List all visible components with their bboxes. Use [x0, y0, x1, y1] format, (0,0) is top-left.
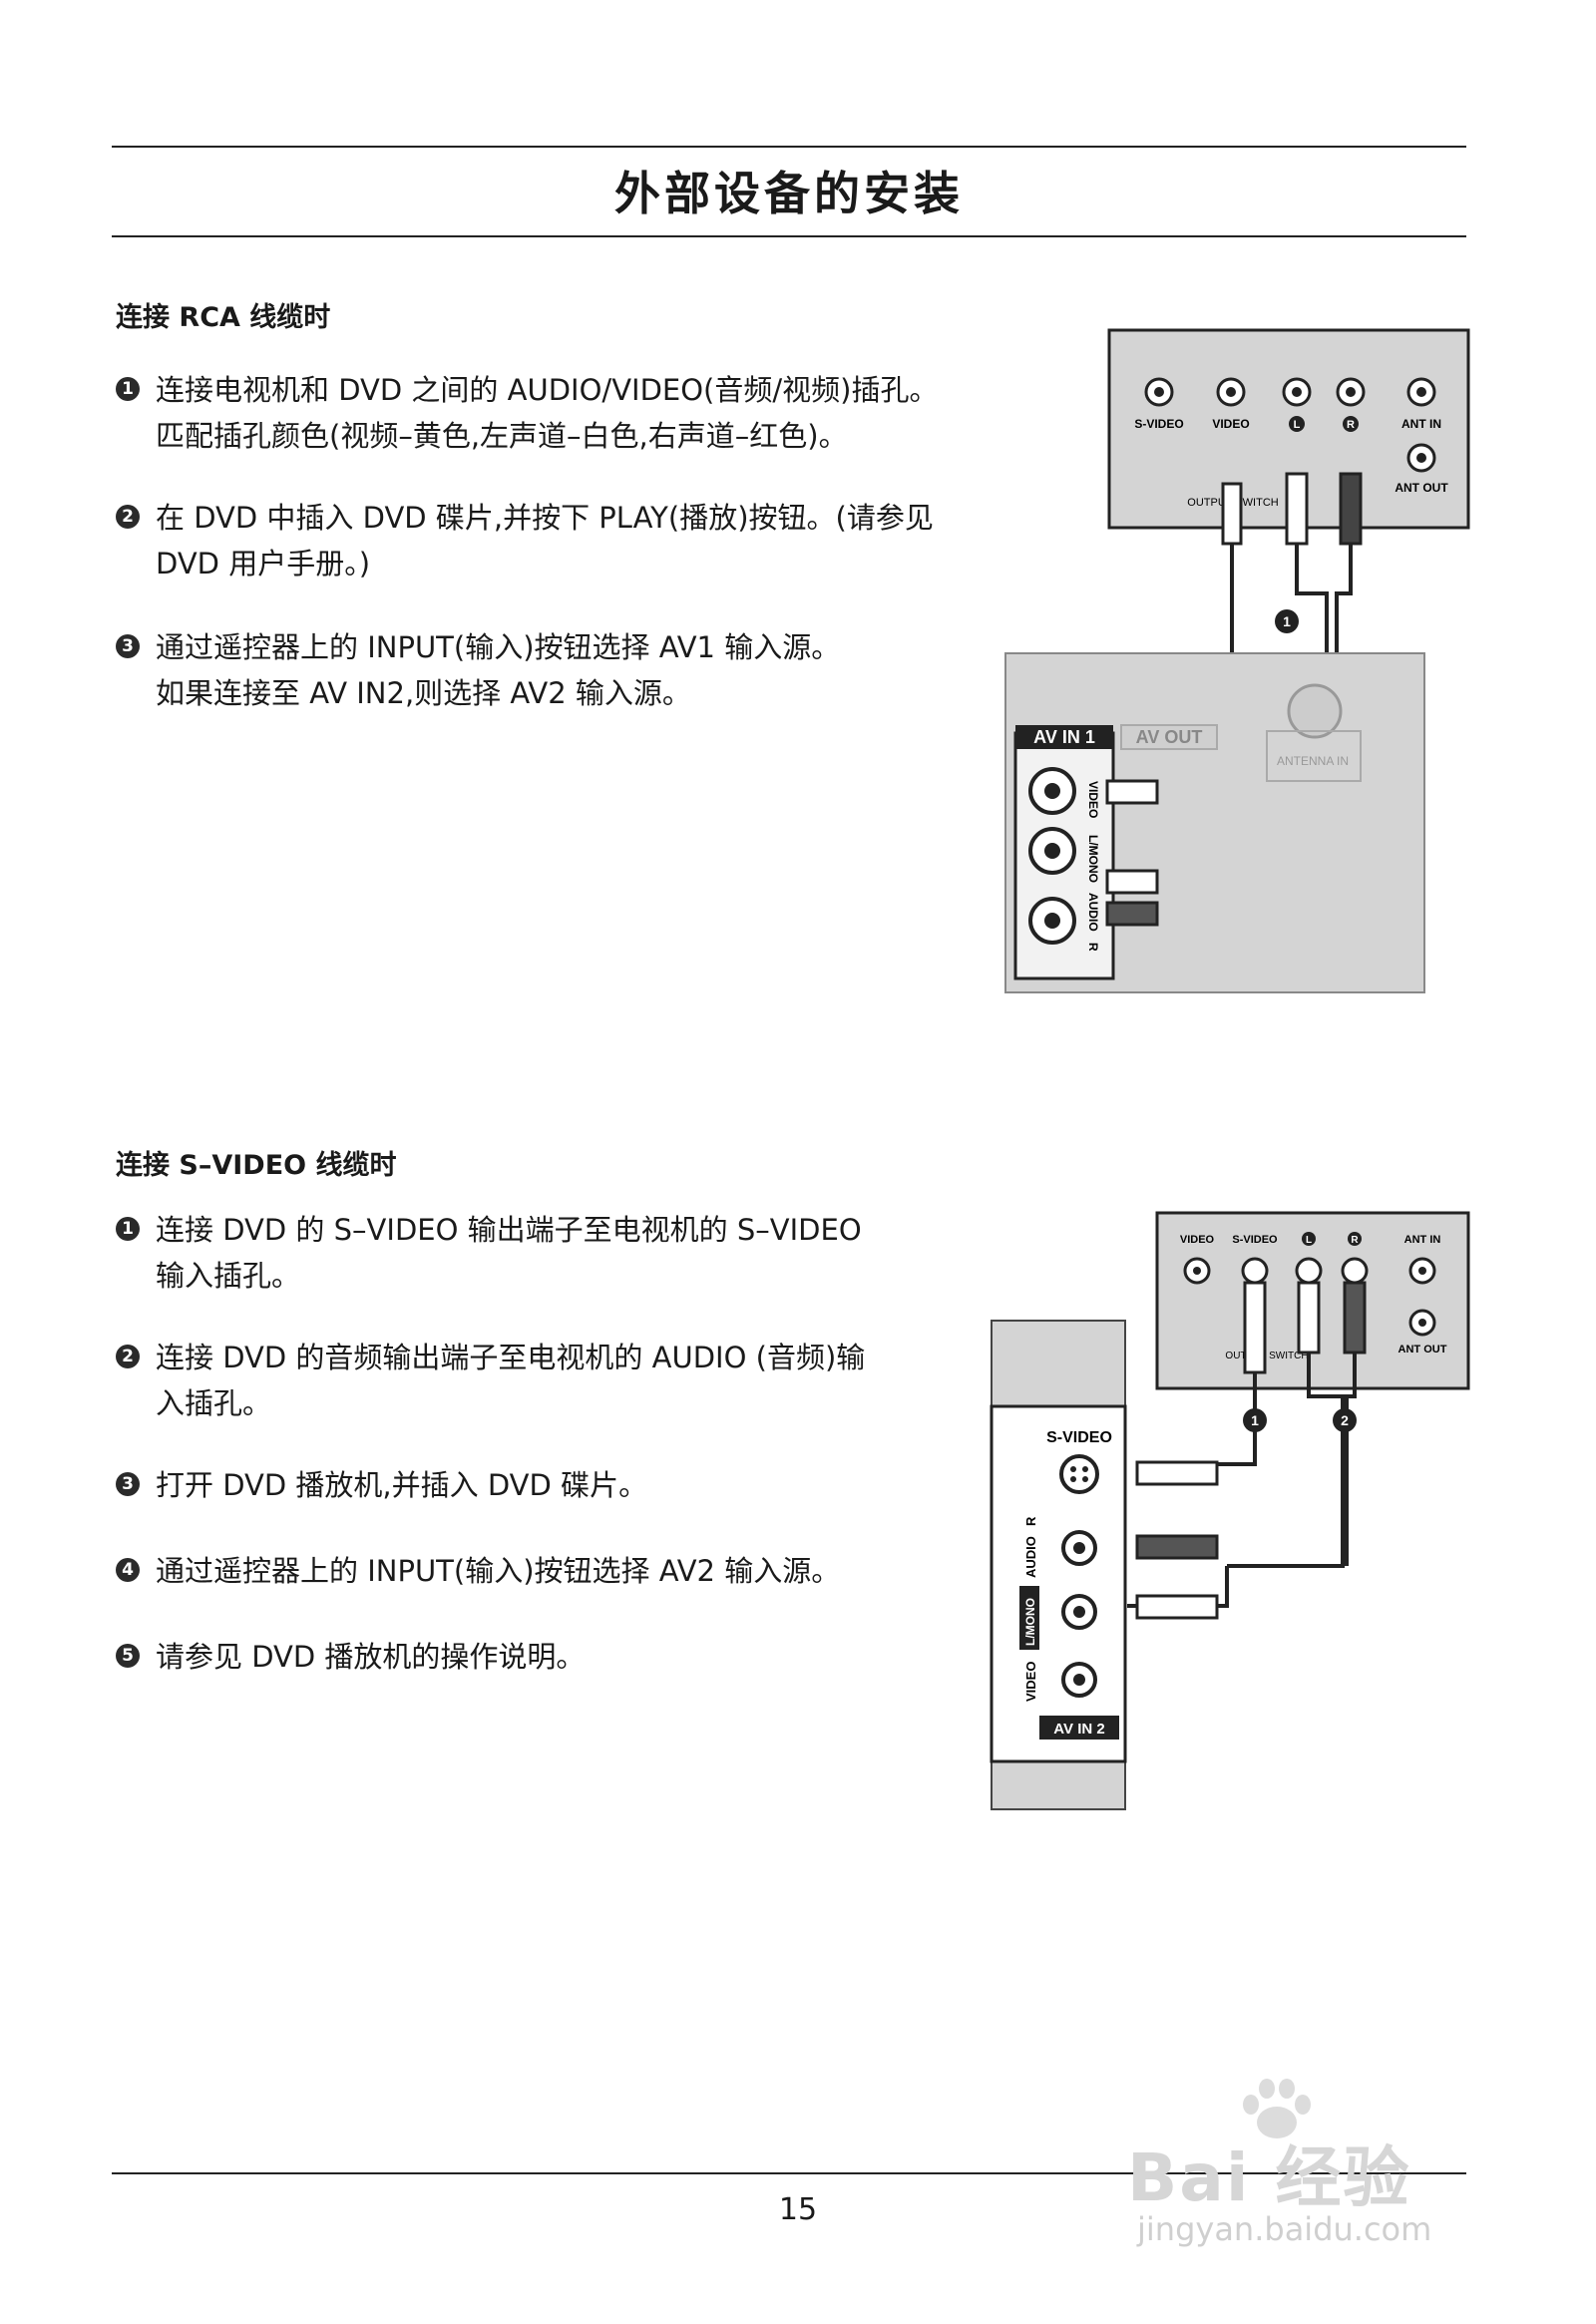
tv-svideo-jack: [1059, 1454, 1099, 1494]
tv-label-av-in1: AV IN 1: [1033, 727, 1095, 747]
rca-step-3: 3 通过遥控器上的 INPUT(输入)按钮选择 AV1 输入源。 如果连接至 A…: [116, 624, 1013, 716]
tv-label-audio: AUDIO: [1086, 893, 1100, 932]
step-text: 请参见 DVD 播放机的操作说明。: [156, 1640, 586, 1674]
svideo-step-1: 1 连接 DVD 的 S–VIDEO 输出端子至电视机的 S–VIDEO 输入插…: [116, 1207, 1013, 1299]
callout-number: 1: [1251, 1412, 1259, 1428]
dvd-label-r: R: [1351, 1235, 1359, 1246]
step-number-badge: 2: [116, 505, 140, 529]
tv-label-audio: AUDIO: [1023, 1536, 1038, 1578]
dvd-label-svideo: S-VIDEO: [1134, 417, 1183, 431]
step-text: 连接电视机和 DVD 之间的 AUDIO/VIDEO(音频/视频)插孔。 匹配插…: [156, 373, 939, 453]
callout-badge: [1333, 1408, 1357, 1432]
svideo-step-5: 5 请参见 DVD 播放机的操作说明。: [116, 1634, 1013, 1680]
dvd-label-video: VIDEO: [1180, 1234, 1215, 1246]
step-text: 连接 DVD 的音频输出端子至电视机的 AUDIO (音频)输 入插孔。: [156, 1341, 866, 1420]
svideo-step-2: 2 连接 DVD 的音频输出端子至电视机的 AUDIO (音频)输 入插孔。: [116, 1335, 1013, 1426]
tv-label-video: VIDEO: [1023, 1662, 1038, 1702]
tv-label-lmono: L/MONO: [1086, 835, 1100, 883]
dvd-label-output-switch: OUTPUT SWITCH: [1225, 1351, 1308, 1361]
page-number: 15: [778, 2192, 818, 2227]
top-rule: [112, 146, 1466, 148]
callout-badge: [1275, 609, 1299, 633]
step-text: 通过遥控器上的 INPUT(输入)按钮选择 AV1 输入源。 如果连接至 AV …: [156, 630, 841, 710]
paw-icon: [1243, 2079, 1311, 2138]
callout-number: 2: [1341, 1412, 1349, 1428]
watermark-url: jingyan.baidu.com: [1137, 2210, 1432, 2248]
dvd-label-l: L: [1294, 419, 1301, 431]
svideo-connection-diagram: S-VIDEO VIDEO L/MONO AUDIO R AV IN 2 VID…: [990, 1211, 1470, 1810]
tv-plugs: [1135, 1460, 1219, 1620]
rca-connection-diagram: S-VIDEO VIDEO L R ANT IN ANT OUT OUTPUT …: [1004, 328, 1470, 993]
tv-label-av-out: AV OUT: [1136, 727, 1203, 747]
step-number-badge: 1: [116, 377, 140, 401]
step-number-badge: 2: [116, 1345, 140, 1368]
tv-label-antenna-in: ANTENNA IN: [1277, 754, 1349, 768]
title-underline: [112, 235, 1466, 237]
tv-label-lmono: L/MONO: [1023, 1598, 1037, 1646]
dvd-label-ant-in: ANT IN: [1404, 1234, 1441, 1246]
svideo-step-3: 3 打开 DVD 播放机,并插入 DVD 碟片。: [116, 1462, 1013, 1508]
dvd-label-l: L: [1306, 1235, 1312, 1246]
svideo-step-4: 4 通过遥控器上的 INPUT(输入)按钮选择 AV2 输入源。: [116, 1548, 1013, 1594]
tv-label-video: VIDEO: [1086, 781, 1100, 818]
dvd-label-ant-in: ANT IN: [1401, 417, 1441, 431]
dvd-label-ant-out: ANT OUT: [1398, 1344, 1447, 1356]
step-text: 打开 DVD 播放机,并插入 DVD 碟片。: [156, 1468, 648, 1502]
callout-number: 1: [1283, 613, 1291, 629]
step-number-badge: 1: [116, 1217, 140, 1241]
tv-label-svideo: S-VIDEO: [1046, 1429, 1112, 1446]
rca-step-2: 2 在 DVD 中插入 DVD 碟片,并按下 PLAY(播放)按钮。(请参见 D…: [116, 495, 1013, 586]
step-number-badge: 3: [116, 1472, 140, 1496]
av-in1-jacks: [1028, 767, 1076, 945]
rca-step-1: 1 连接电视机和 DVD 之间的 AUDIO/VIDEO(音频/视频)插孔。 匹…: [116, 367, 1013, 459]
step-text: 在 DVD 中插入 DVD 碟片,并按下 PLAY(播放)按钮。(请参见 DVD…: [156, 501, 934, 581]
dvd-label-svideo: S-VIDEO: [1232, 1234, 1278, 1246]
section-heading-rca: 连接 RCA 线缆时: [116, 302, 331, 333]
tv-label-r: R: [1023, 1516, 1038, 1526]
dvd-label-ant-out: ANT OUT: [1395, 481, 1448, 495]
step-text: 连接 DVD 的 S–VIDEO 输出端子至电视机的 S–VIDEO 输入插孔。: [156, 1213, 862, 1293]
step-number-badge: 4: [116, 1558, 140, 1582]
section-heading-svideo: 连接 S–VIDEO 线缆时: [116, 1150, 397, 1181]
page-title: 外部设备的安装: [614, 167, 964, 220]
step-text: 通过遥控器上的 INPUT(输入)按钮选择 AV2 输入源。: [156, 1554, 841, 1588]
tv-label-av-in2: AV IN 2: [1053, 1721, 1104, 1738]
tv-label-r: R: [1086, 943, 1100, 952]
step-number-badge: 3: [116, 634, 140, 658]
av-in1-plugs: [1105, 779, 1159, 927]
av-in2-jacks: [1061, 1530, 1097, 1698]
step-number-badge: 5: [116, 1644, 140, 1668]
dvd-plugs: [1221, 472, 1363, 546]
baidu-watermark: Bai 经验 jingyan.baidu.com: [1097, 2075, 1496, 2264]
callout-badge: [1243, 1408, 1267, 1432]
dvd-jacks: [1144, 377, 1436, 473]
footer-rule: [112, 2172, 1466, 2174]
dvd-label-r: R: [1347, 419, 1355, 431]
dvd-label-video: VIDEO: [1212, 417, 1249, 431]
watermark-brand: Bai 经验: [1127, 2139, 1411, 2216]
